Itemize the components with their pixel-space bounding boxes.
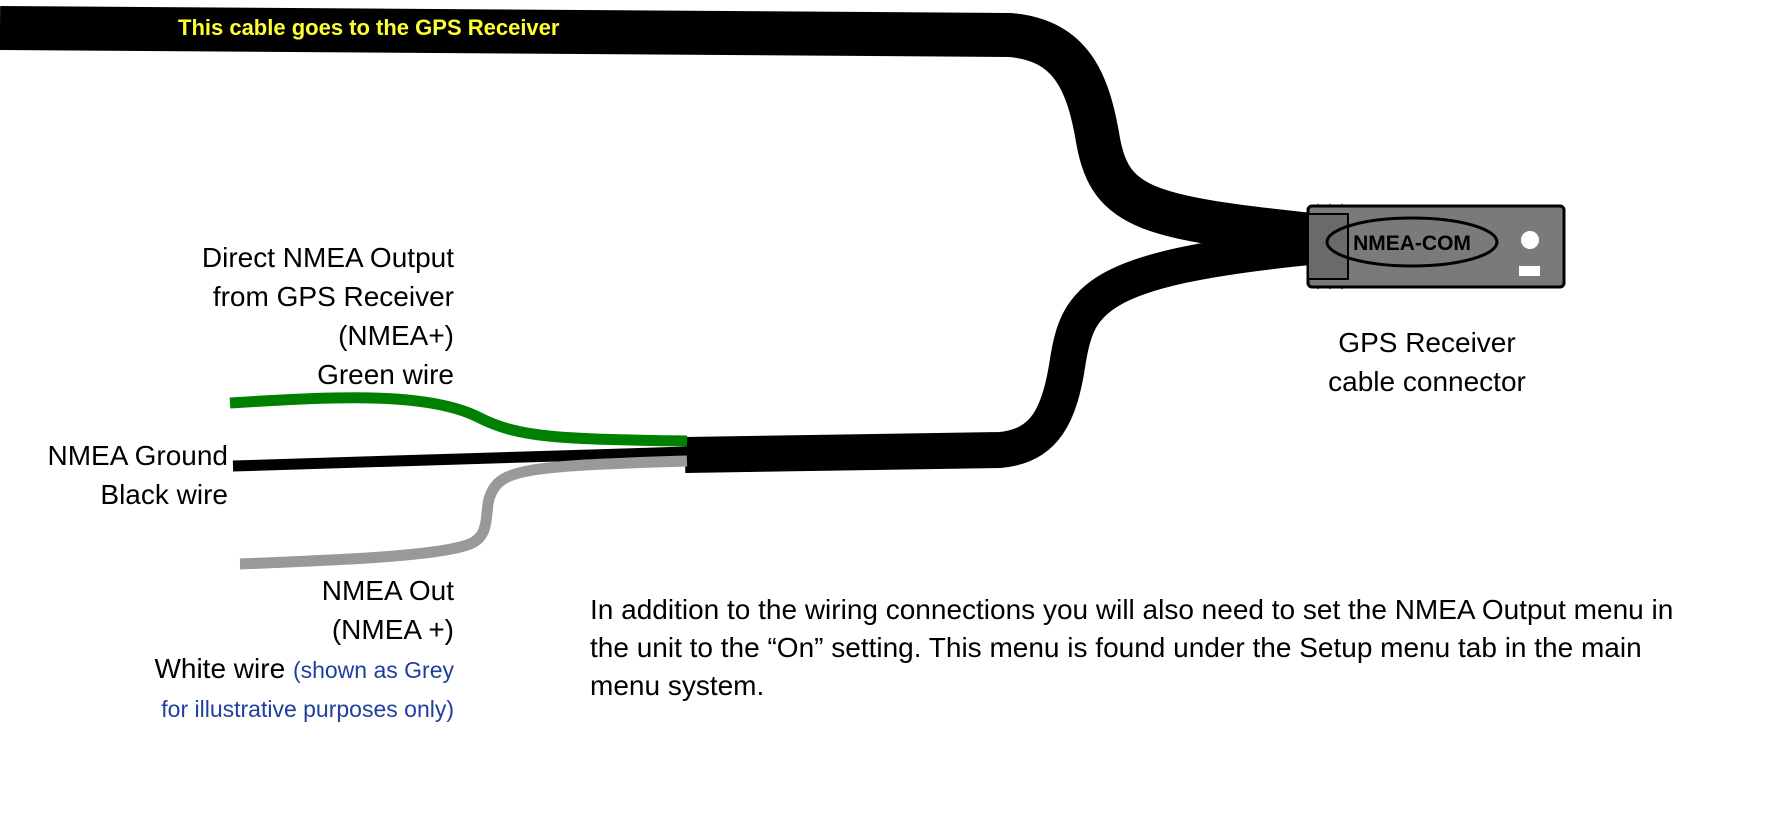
green-wire [229, 392, 688, 447]
wire-bundle-cable [684, 229, 1312, 473]
connector-caption-line1: GPS Receiver [1338, 327, 1516, 358]
green-wire-label-line3: (NMEA+) [338, 320, 454, 351]
black-wire-label-line2: Black wire [100, 479, 228, 510]
white-wire-label-line1: NMEA Out [321, 575, 454, 606]
white-wire-label-line3: White wire (shown as Grey [154, 649, 454, 690]
connector-label-oval [1325, 216, 1499, 268]
white-wire-label: NMEA Out (NMEA +) White wire (shown as G… [154, 571, 454, 729]
green-wire-label-line1: Direct NMEA Output [201, 242, 454, 273]
connector-caption-line2: cable connector [1328, 366, 1526, 397]
white-wire [239, 455, 688, 570]
white-wire-label-color: White wire [154, 653, 286, 684]
gps-cable-label: This cable goes to the GPS Receiver [178, 15, 560, 40]
green-wire-label-line2: from GPS Receiver [212, 281, 454, 312]
green-wire-label-line4: Green wire [317, 359, 454, 390]
gps-receiver-cable [0, 6, 1323, 258]
connector-caption: GPS Receiver cable connector [1292, 323, 1562, 401]
connector-label: NMEA-COM [1353, 232, 1471, 255]
green-wire-label: Direct NMEA Output from GPS Receiver (NM… [202, 238, 454, 394]
black-wire [232, 446, 688, 472]
white-wire-label-line2: (NMEA +) [331, 614, 454, 645]
white-wire-note-line2: for illustrative purposes only) [161, 696, 454, 722]
connector-key-slot-icon [1519, 266, 1540, 276]
black-wire-label: NMEA Ground Black wire [47, 436, 228, 514]
white-wire-note-line1: (shown as Grey [292, 657, 454, 683]
black-wire-label-line1: NMEA Ground [47, 440, 228, 471]
instructions-text: In addition to the wiring connections yo… [590, 594, 1674, 701]
connector-pin-icon [1521, 231, 1539, 249]
